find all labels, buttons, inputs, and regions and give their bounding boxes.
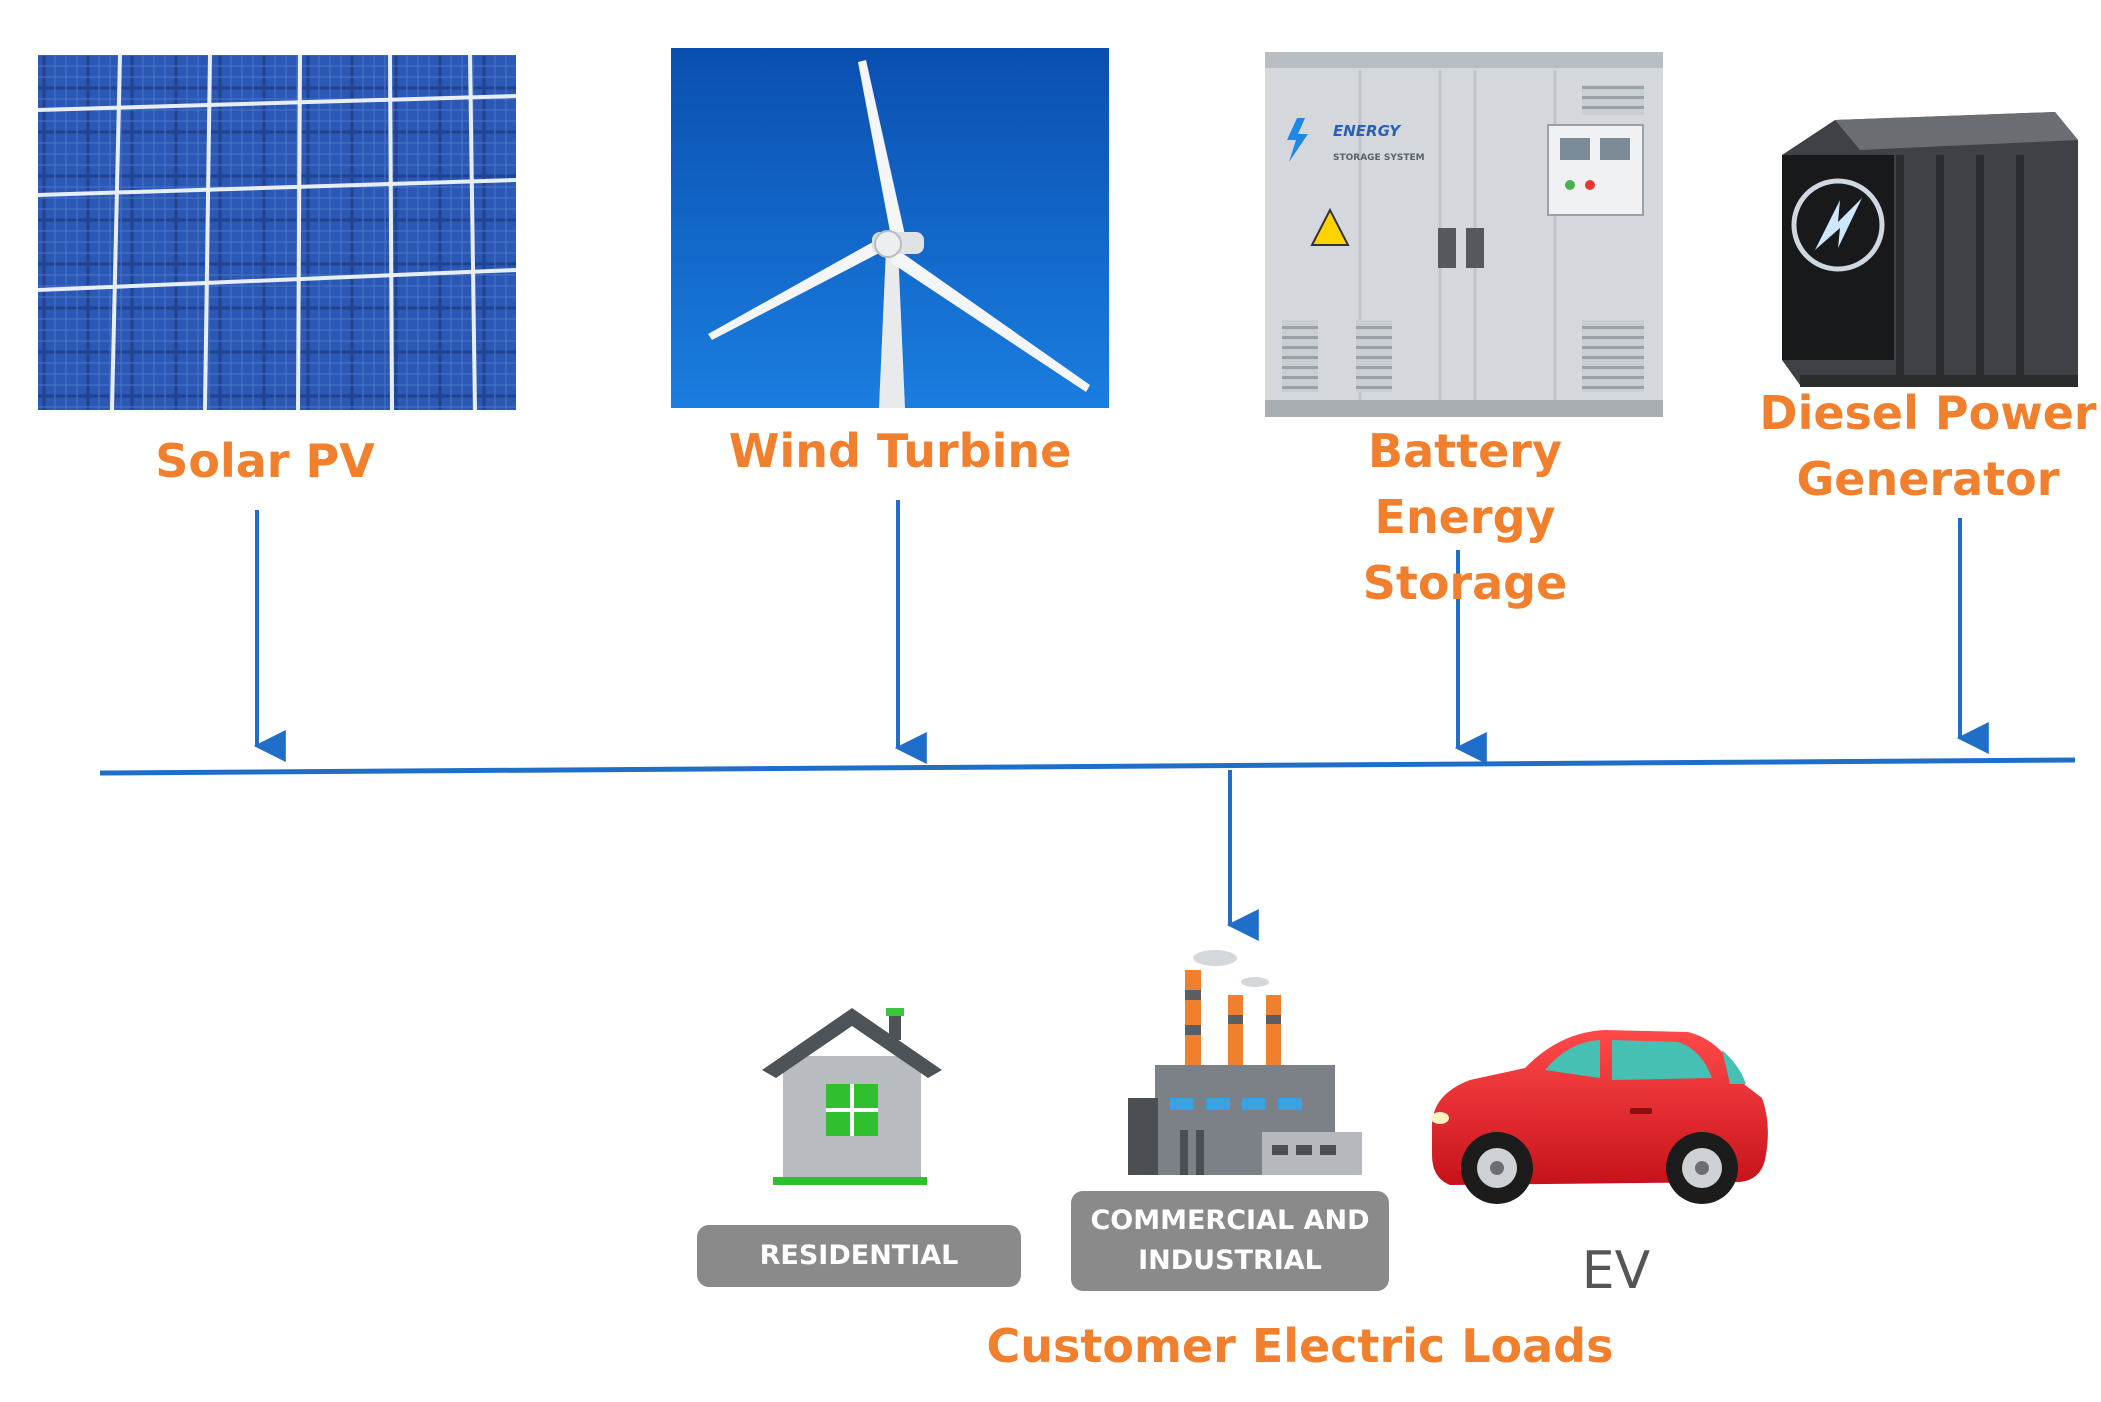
diesel-generator-label: Diesel Power Generator [1759, 386, 2097, 506]
wind-turbine-label: Wind Turbine [728, 424, 1072, 478]
battery-device-subtext: STORAGE SYSTEM [1333, 153, 1425, 163]
solar-pv-image [37, 54, 517, 411]
ev-car-icon [1431, 1030, 1768, 1204]
customer-loads-label: Customer Electric Loads [986, 1319, 1614, 1373]
house-icon [762, 1008, 942, 1185]
battery-storage-image: ENERGY STORAGE SYSTEM [1265, 52, 1663, 417]
power-bus-line [99, 757, 2076, 776]
ev-label: EV [1581, 1241, 1651, 1301]
factory-icon [1128, 950, 1362, 1175]
residential-badge: RESIDENTIAL [697, 1225, 1021, 1287]
wind-turbine-image [671, 48, 1109, 408]
battery-device-text: ENERGY [1333, 122, 1402, 140]
battery-storage-label: Battery Energy Storage [1362, 424, 1568, 610]
solar-pv-label: Solar PV [155, 434, 375, 488]
diesel-generator-image [1782, 112, 2078, 387]
commercial-industrial-badge: COMMERCIAL AND INDUSTRIAL [1071, 1191, 1389, 1291]
